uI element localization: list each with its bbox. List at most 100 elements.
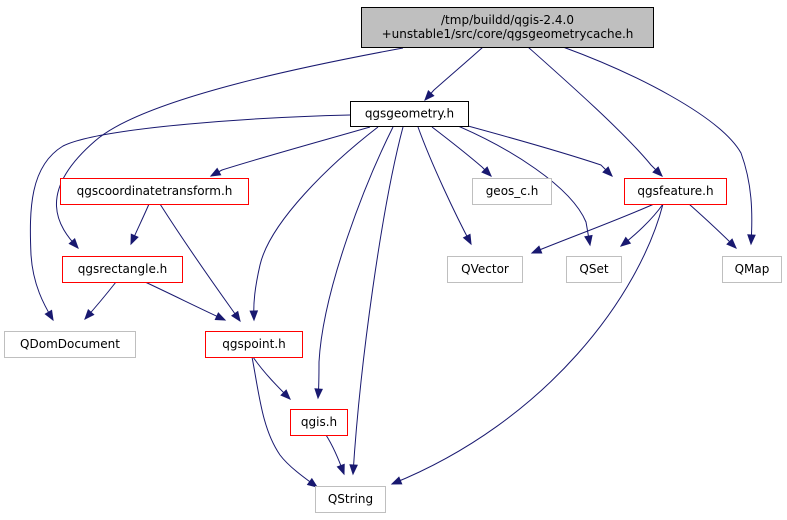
node-label: geos_c.h: [486, 184, 539, 198]
edge-qgscoordinatetransform-to-qgspoint: [159, 203, 241, 323]
edge-arrowhead: [209, 167, 222, 177]
edge-qgsgeometry-to-qgsfeature: [467, 125, 613, 177]
node-qgsrectangle[interactable]: qgsrectangle.h: [62, 256, 183, 283]
edge-line: [29, 114, 351, 321]
node-label: QMap: [735, 262, 770, 276]
node-qstring: QString: [315, 486, 386, 513]
edge-arrowhead: [530, 245, 543, 254]
edge-qgspoint-to-qstring: [251, 356, 319, 488]
edge-arrowhead: [652, 166, 663, 177]
edge-qgsgeometrycache-to-qgsfeature: [527, 46, 663, 177]
edge-line: [531, 203, 655, 254]
edge-line: [457, 125, 591, 246]
edge-qgsgeometry-to-geos_c: [431, 126, 492, 177]
node-qmap: QMap: [722, 256, 782, 283]
node-label: +unstable1/src/core/qgsgeometrycache.h: [382, 27, 634, 41]
edge-line: [467, 125, 613, 177]
node-qgis[interactable]: qgis.h: [290, 409, 348, 436]
edge-line: [562, 46, 753, 245]
node-box: [4, 331, 136, 358]
edge-line: [417, 126, 472, 245]
edge-line: [56, 47, 404, 249]
edge-line: [317, 126, 394, 399]
node-box: [350, 101, 469, 127]
edge-arrowhead: [584, 234, 593, 247]
edge-qgsrectangle-to-qdomdocument: [84, 281, 117, 321]
node-box: [315, 486, 386, 513]
edge-arrowhead: [424, 90, 435, 102]
node-qgsgeometrycache[interactable]: /tmp/buildd/qgis-2.4.0+unstable1/src/cor…: [361, 7, 654, 48]
edge-arrowhead: [726, 238, 737, 249]
edge-arrowhead: [280, 389, 291, 400]
edge-arrowhead: [619, 236, 632, 247]
edge-line: [251, 356, 318, 488]
node-box: [60, 178, 249, 205]
node-label: qgis.h: [301, 415, 337, 429]
node-box: [62, 256, 183, 283]
edge-arrowhead: [130, 233, 139, 246]
edge-arrowhead: [306, 477, 319, 488]
node-box: [205, 331, 303, 358]
edge-arrowhead: [462, 233, 472, 246]
edge-qgis-to-qstring: [325, 434, 345, 476]
edge-qgsfeature-to-qvector: [530, 203, 655, 254]
edge-arrowhead: [481, 166, 492, 177]
edge-qgspoint-to-qgis: [252, 356, 291, 400]
edge-line: [210, 126, 371, 177]
edge-line: [159, 203, 241, 322]
node-qgsfeature[interactable]: qgsfeature.h: [624, 178, 727, 205]
node-qgsgeometry[interactable]: qgsgeometry.h: [350, 101, 469, 127]
edge-qgsfeature-to-qstring: [390, 203, 664, 485]
edge-arrowhead: [44, 309, 54, 322]
edge-arrowhead: [230, 310, 241, 323]
node-box: [472, 178, 552, 205]
edge-arrowhead: [314, 388, 323, 400]
node-box: [290, 409, 348, 436]
node-label: /tmp/buildd/qgis-2.4.0: [441, 13, 574, 27]
edge-line: [527, 46, 663, 177]
node-qgscoordinatetransform[interactable]: qgscoordinatetransform.h: [60, 178, 249, 205]
edge-qgsgeometrycache-to-qmap: [562, 46, 756, 246]
node-label: QSet: [579, 262, 608, 276]
edge-arrowhead: [68, 238, 79, 250]
edge-qgsgeometrycache-to-qgsgeometry: [424, 46, 484, 102]
node-label: qgspoint.h: [222, 337, 286, 351]
node-label: qgsgeometry.h: [365, 107, 454, 121]
edge-arrowhead: [602, 166, 613, 177]
node-label: qgscoordinatetransform.h: [77, 184, 233, 198]
edge-arrowhead: [390, 476, 403, 485]
node-box: [361, 7, 654, 48]
edge-arrowhead: [249, 310, 259, 322]
edge-arrowhead: [747, 234, 756, 246]
edge-arrowhead: [214, 312, 227, 321]
node-label: qgsrectangle.h: [78, 262, 168, 276]
edge-qgsgeometry-to-qset: [457, 125, 593, 247]
edge-line: [688, 203, 737, 249]
edge-qgsgeometry-to-qgscoordinatetransform: [209, 126, 371, 177]
node-qdomdocument: QDomDocument: [4, 331, 136, 358]
edge-line: [431, 126, 492, 177]
edge-qgsgeometry-to-qvector: [417, 126, 472, 246]
node-geos_c: geos_c.h: [472, 178, 552, 205]
node-box: [566, 256, 622, 283]
edge-qgsfeature-to-qmap: [688, 203, 737, 249]
edge-qgsfeature-to-qset: [619, 203, 664, 247]
edge-qgsgeometry-to-qgis: [314, 126, 394, 400]
node-qvector: QVector: [447, 256, 523, 283]
node-label: QDomDocument: [20, 337, 120, 351]
edge-line: [352, 126, 404, 475]
node-box: [447, 256, 523, 283]
edge-arrowhead: [349, 464, 358, 476]
edge-arrowhead: [84, 309, 95, 321]
edge-qgsrectangle-to-qgspoint: [142, 280, 227, 321]
edge-arrowhead: [336, 463, 345, 476]
edge-qgsgeometrycache-to-qgsrectangle: [56, 47, 404, 250]
edge-line: [253, 126, 379, 321]
edge-qgsgeometry-to-qgspoint: [249, 126, 379, 322]
edge-line: [142, 280, 226, 321]
node-label: QString: [328, 492, 373, 506]
node-label: qgsfeature.h: [637, 184, 713, 198]
edge-qgsgeometry-to-qstring: [349, 126, 404, 476]
node-qgspoint[interactable]: qgspoint.h: [205, 331, 303, 358]
